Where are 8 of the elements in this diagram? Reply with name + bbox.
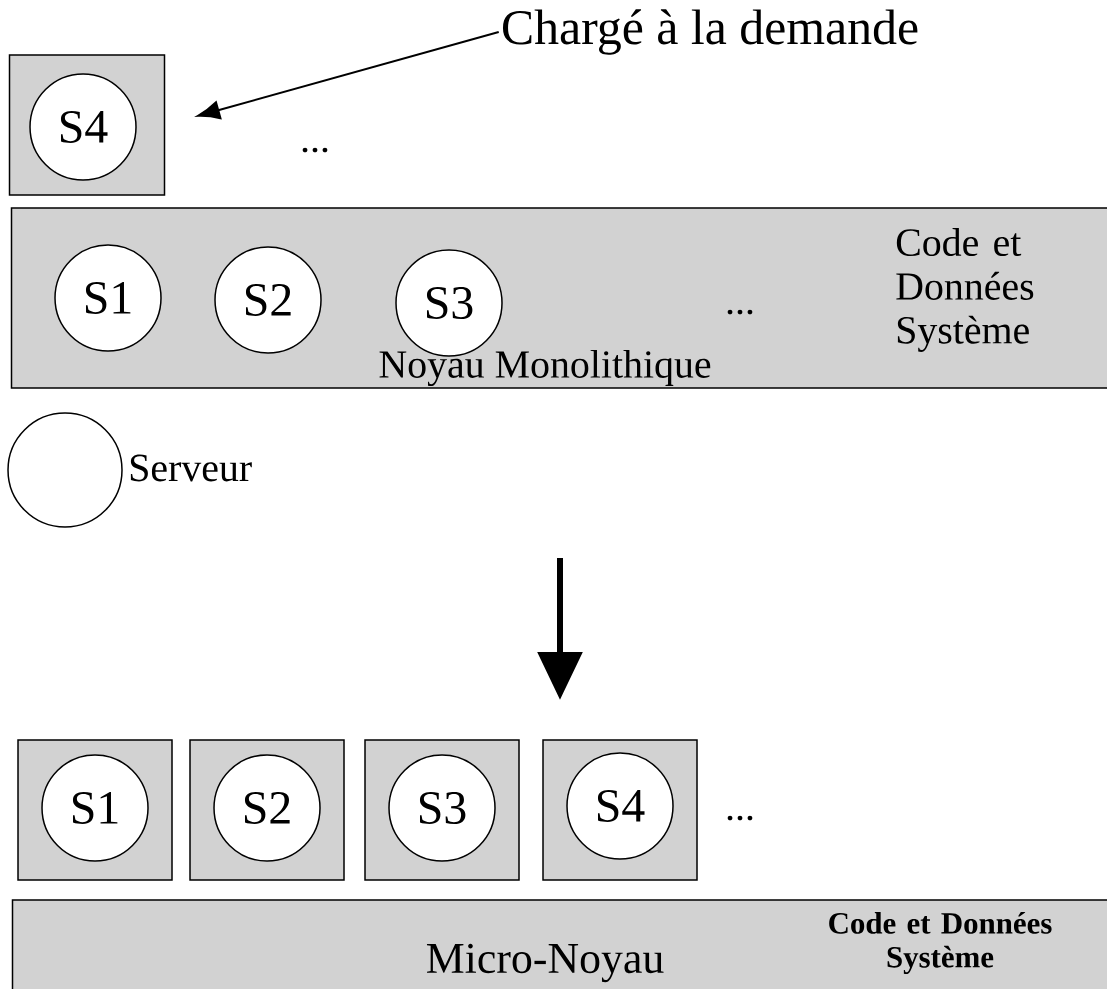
arrow	[197, 31, 500, 120]
annotation-text: Chargé à la demande	[502, 9, 918, 55]
ellipsis: ...	[302, 147, 328, 153]
ellipsis: ...	[727, 309, 753, 315]
legend-text: Serveur	[130, 454, 252, 482]
ellipsis: ...	[727, 815, 753, 821]
server-circle	[7, 412, 123, 528]
kernel-band: Micro-Noyau Code et Données Système	[11, 899, 1107, 989]
